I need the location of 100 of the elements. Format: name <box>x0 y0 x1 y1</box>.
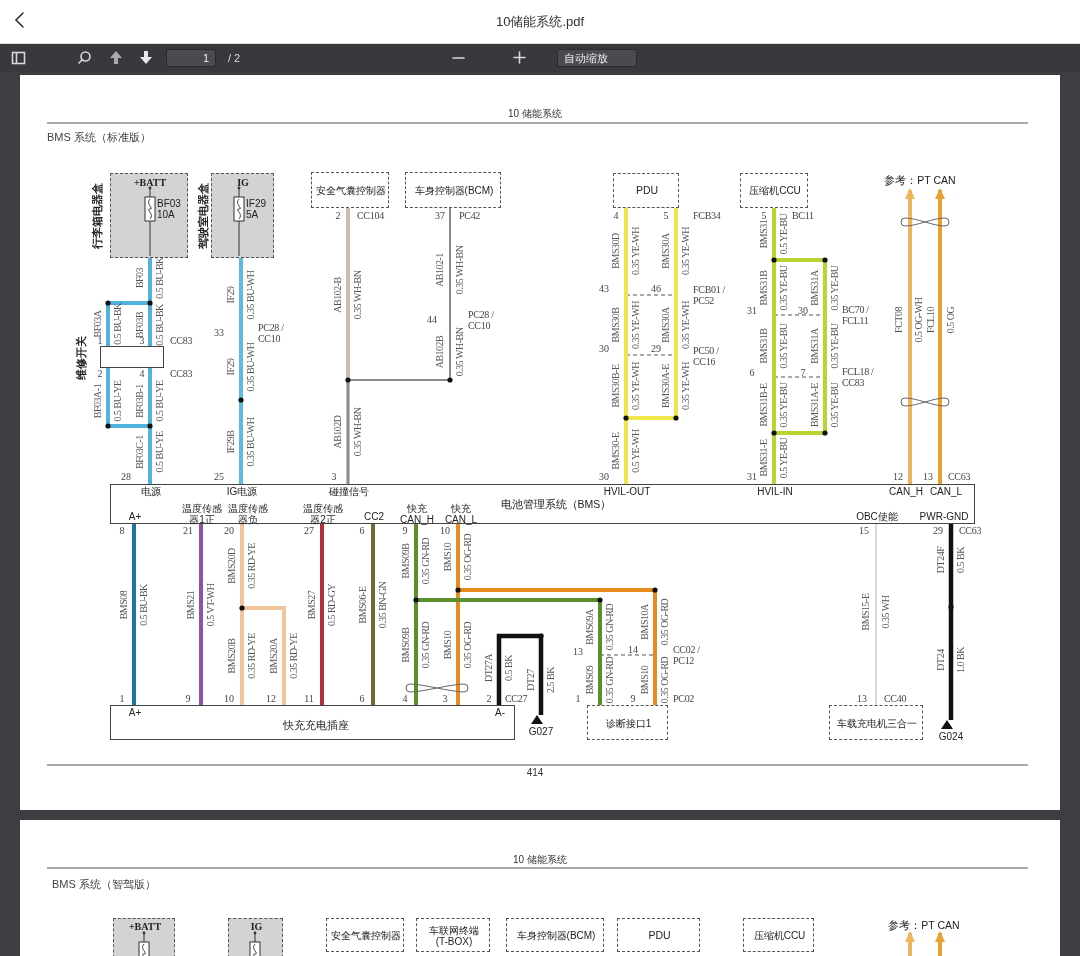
wire-label: 0.5 YE-WH <box>631 429 641 473</box>
pin-label: 快充CAN_L <box>443 503 479 525</box>
wire-label: BF03A <box>93 310 103 338</box>
connector-id: PC42 <box>459 210 482 222</box>
wire-label: 0.5 BU-YE <box>113 380 123 422</box>
section-title: BMS 系统（智驾版） <box>52 878 156 890</box>
module-box <box>311 172 389 208</box>
wire-label: DT27A <box>484 653 494 683</box>
module-label: 压缩机CCU <box>749 185 801 197</box>
wire-label: 0.5 OG-WH <box>914 297 924 343</box>
wire-label: BMS30-E <box>611 432 621 470</box>
zoom-select: 自动缩放 <box>557 49 637 67</box>
module-box <box>587 705 668 740</box>
module-label: 车载充电机三合一 <box>837 718 917 729</box>
module-label: 车联网终端 (T-BOX) <box>428 925 480 947</box>
module-box <box>613 173 679 208</box>
connector-id: PC28 / CC10 <box>258 322 285 344</box>
pin-label: HVIL-OUT <box>603 486 651 498</box>
module-box <box>110 705 515 740</box>
wire <box>456 524 657 705</box>
wire-label: BF03C-1 <box>135 435 145 469</box>
wire-label: 0.5 BU-BK <box>155 304 165 346</box>
wire <box>948 524 954 720</box>
connector-id: BC11 <box>792 210 815 222</box>
wire-label: BMS08 <box>119 590 129 620</box>
wire-label: BMS10 <box>640 665 650 695</box>
wire-label: 0.5 BU-YE <box>155 380 165 422</box>
wire-label: 0.35 BN-GN <box>378 581 388 629</box>
supply-label: IG <box>250 921 263 933</box>
wire-label: FCL10 <box>926 307 936 333</box>
wire-label: 0.35 YE-BU <box>830 382 840 428</box>
wire-label: 0.35 YE-BU <box>779 382 789 428</box>
wire-label: 2.5 BK <box>546 667 556 693</box>
pin-number: 29 <box>651 344 661 354</box>
wire-label: BMS31-E <box>759 439 769 477</box>
module-label: 电池管理系统（BMS） <box>500 499 612 511</box>
wire-label: BMS30A <box>661 233 671 269</box>
wire-label: 0.35 GN-RD <box>421 621 431 669</box>
wire-label: 0.35 YE-BU <box>830 265 840 311</box>
wire-label: 0.5 RD-GY <box>327 583 337 627</box>
wire-label: 0.5 BU-YE <box>155 431 165 473</box>
pin-label: A+ <box>128 707 142 719</box>
module-label: 诊断接口1 <box>605 718 652 729</box>
module-box <box>416 918 490 952</box>
wire-label: 0.35 YE-WH <box>631 301 641 349</box>
pin-number: 20 <box>224 526 234 536</box>
connector-id: CC83 <box>170 335 194 347</box>
wire-label: 0.5 BU-BK <box>139 584 149 626</box>
connector-id: CC63 <box>959 525 983 537</box>
pin-number: 43 <box>599 284 609 294</box>
wire-label: 0.35 WH-BN <box>353 407 363 457</box>
wire-label: IF29 <box>226 286 236 304</box>
pin-label: 电源 <box>141 486 161 498</box>
wire-label: 0.35 YE-WH <box>631 227 641 275</box>
pin-label: OBC使能 <box>856 511 898 523</box>
wire-label: AB102B <box>435 335 445 369</box>
wire <box>320 524 324 705</box>
module-box <box>405 172 501 208</box>
wire-label: BMS27 <box>307 590 317 620</box>
wire-label: 0.5 BU-BK <box>155 257 165 299</box>
module-label: 压缩机CCU <box>753 930 806 942</box>
connector-id: PC28 / CC10 <box>468 309 495 331</box>
wire-label: 0.35 YE-WH <box>631 362 641 410</box>
connector-id: CC27 <box>505 693 529 705</box>
wire-label: BMS15-E <box>861 593 871 631</box>
fuse-label: 5A <box>246 209 259 221</box>
wire-label: 0.35 RD-YE <box>247 543 257 589</box>
wire-label: BMS31 <box>759 219 769 249</box>
pin-number: 46 <box>651 284 661 294</box>
ground-label: G024 <box>938 731 964 743</box>
module-label: 快充充电插座 <box>283 720 349 732</box>
pin-label: CC2 <box>364 511 384 523</box>
wire-label: 0.35 RD-YE <box>247 633 257 679</box>
wire-label: BMS31B <box>759 270 769 306</box>
pin-number: 14 <box>628 645 638 655</box>
wire <box>347 207 451 485</box>
wire-label: BMS09B <box>401 543 411 579</box>
wire-label: IF29 <box>226 358 236 376</box>
wire-label: 0.35 YE-WH <box>681 362 691 410</box>
connector-id: PC02 <box>673 693 696 705</box>
wire <box>935 188 945 484</box>
pin-label: HVIL-IN <box>757 486 793 498</box>
pin-number: 11 <box>304 694 314 704</box>
connector-id: PC50 / CC16 <box>693 345 720 367</box>
module-label: PDU <box>635 185 659 197</box>
pin-number: 6 <box>359 694 365 704</box>
page-number: 414 <box>526 768 544 778</box>
pin-number: 10 <box>224 694 234 704</box>
connector-id: FCB01 / PC52 <box>693 284 727 306</box>
wire-label: BMS30B-E <box>611 364 621 408</box>
pin-number: 10 <box>440 526 450 536</box>
pin-label: A+ <box>128 511 142 523</box>
wire <box>905 931 915 956</box>
pin-number: 13 <box>923 472 933 482</box>
wire-label: BMS20D <box>227 548 237 584</box>
wire-label: 0.35 YE-BU <box>779 323 789 369</box>
side-label: 行李箱电器盒 <box>91 183 103 249</box>
wire-label: BMS09A <box>585 609 595 645</box>
pin-number: 29 <box>933 526 943 536</box>
wire-label: DT24F <box>936 546 946 574</box>
